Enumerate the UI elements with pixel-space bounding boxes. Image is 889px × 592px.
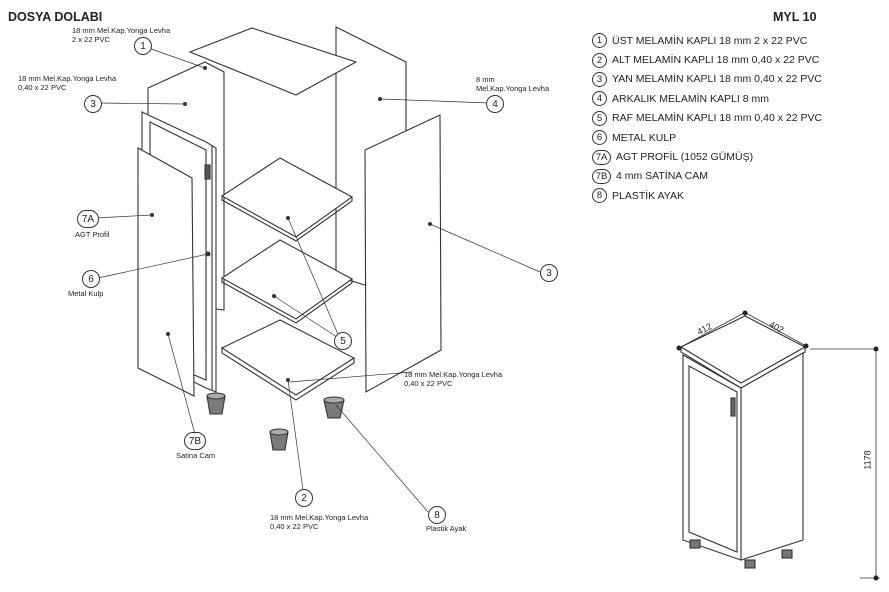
legend-item: 4 ARKALIK MELAMİN KAPLI 8 mm bbox=[592, 89, 822, 108]
legend-item: 8 PLASTİK AYAK bbox=[592, 186, 822, 205]
legend-number: 1 bbox=[592, 33, 607, 49]
drawing-title: DOSYA DOLABI bbox=[8, 10, 103, 24]
cabinet-handle bbox=[730, 397, 736, 417]
note-line: 18 mm Mel.Kap.Yonga Levha bbox=[404, 370, 503, 379]
glass-door bbox=[137, 147, 195, 397]
note-line: 8 mm bbox=[476, 75, 495, 84]
note-line: 0,40 x 22 PVC bbox=[404, 379, 453, 388]
bottom-panel bbox=[220, 319, 356, 396]
satina-glass-caption: Satina Cam bbox=[176, 451, 216, 460]
legend-number: 7B bbox=[592, 168, 611, 184]
plastic-foot bbox=[269, 428, 289, 451]
note-line: 18 mm Mel.Kap.Yonga Levha bbox=[72, 26, 171, 35]
legend-text: ÜST MELAMİN KAPLI 18 mm 2 x 22 PVC bbox=[612, 34, 808, 47]
metal-handle-caption: Metal Kulp bbox=[68, 289, 104, 298]
callout-2: 2 bbox=[295, 489, 313, 507]
legend-number: 8 bbox=[592, 188, 607, 204]
note-line: 0,40 x 22 PVC bbox=[18, 83, 67, 92]
legend-number: 5 bbox=[592, 110, 607, 126]
note-line: 18 mm Mel.Kap.Yonga Levha bbox=[270, 513, 369, 522]
legend-text: ARKALIK MELAMİN KAPLI 8 mm bbox=[612, 92, 769, 105]
plastic-foot bbox=[323, 396, 345, 419]
cabinet-foot bbox=[689, 539, 701, 549]
height-dimension: 1178 bbox=[862, 450, 873, 470]
plastic-foot bbox=[206, 392, 226, 415]
legend-text: ALT MELAMİN KAPLI 18 mm 0,40 x 22 PVC bbox=[612, 54, 820, 67]
cabinet-side bbox=[740, 352, 804, 561]
door-hinge bbox=[204, 164, 211, 180]
legend-number: 3 bbox=[592, 71, 607, 87]
legend-number: 2 bbox=[592, 52, 607, 68]
note-line: 18 mm Mel.Kap.Yonga Levha bbox=[18, 74, 117, 83]
legend-number: 4 bbox=[592, 91, 607, 107]
callout-7a: 7A bbox=[77, 210, 99, 228]
legend-text: PLASTİK AYAK bbox=[612, 189, 684, 202]
legend-item: 7B 4 mm SATİNA CAM bbox=[592, 167, 822, 186]
legend-text: RAF MELAMİN KAPLI 18 mm 0,40 x 22 PVC bbox=[612, 112, 823, 125]
agt-profile-caption: AGT Profil bbox=[75, 230, 110, 239]
legend-item: 2 ALT MELAMİN KAPLI 18 mm 0,40 x 22 PVC bbox=[592, 50, 822, 69]
cabinet-foot bbox=[744, 559, 756, 569]
callout-1: 1 bbox=[134, 37, 152, 55]
legend-item: 5 RAF MELAMİN KAPLI 18 mm 0,40 x 22 PVC bbox=[592, 109, 822, 128]
shelf-lower bbox=[220, 239, 354, 320]
cabinet-door-glass bbox=[688, 365, 738, 553]
note-line: 0,40 x 22 PVC bbox=[270, 522, 319, 531]
callout-7b: 7B bbox=[184, 432, 206, 450]
cabinet-foot bbox=[781, 549, 793, 559]
legend-item: 6 METAL KULP bbox=[592, 128, 822, 147]
legend-text: 4 mm SATİNA CAM bbox=[616, 170, 708, 183]
callout-6: 6 bbox=[82, 270, 100, 288]
parts-legend: 1 ÜST MELAMİN KAPLI 18 mm 2 x 22 PVC 2 ALT… bbox=[592, 31, 822, 206]
legend-number: 6 bbox=[592, 130, 607, 146]
legend-text: YAN MELAMİN KAPLI 18 mm 0,40 x 22 PVC bbox=[612, 73, 822, 86]
plastic-foot-caption: Plastik Ayak bbox=[426, 524, 467, 533]
callout-5: 5 bbox=[334, 332, 352, 350]
callout-8: 8 bbox=[428, 506, 446, 524]
legend-item: 1 ÜST MELAMİN KAPLI 18 mm 2 x 22 PVC bbox=[592, 31, 822, 50]
note-line: Mel.Kap.Yonga Levha bbox=[476, 84, 550, 93]
right-side-panel bbox=[364, 114, 442, 393]
callout-3: 3 bbox=[84, 95, 102, 113]
top-panel bbox=[188, 27, 358, 96]
legend-text: AGT PROFİL (1052 GÜMÜŞ) bbox=[616, 151, 754, 164]
legend-item: 7A AGT PROFİL (1052 GÜMÜŞ) bbox=[592, 147, 822, 166]
legend-item: 3 YAN MELAMİN KAPLI 18 mm 0,40 x 22 PVC bbox=[592, 70, 822, 89]
model-code: MYL 10 bbox=[773, 10, 817, 24]
note-line: 2 x 22 PVC bbox=[72, 35, 110, 44]
legend-number: 7A bbox=[592, 149, 611, 165]
legend-text: METAL KULP bbox=[612, 131, 677, 144]
callout-3: 3 bbox=[540, 264, 558, 282]
shelf-upper bbox=[220, 157, 354, 238]
callout-4: 4 bbox=[486, 95, 504, 113]
